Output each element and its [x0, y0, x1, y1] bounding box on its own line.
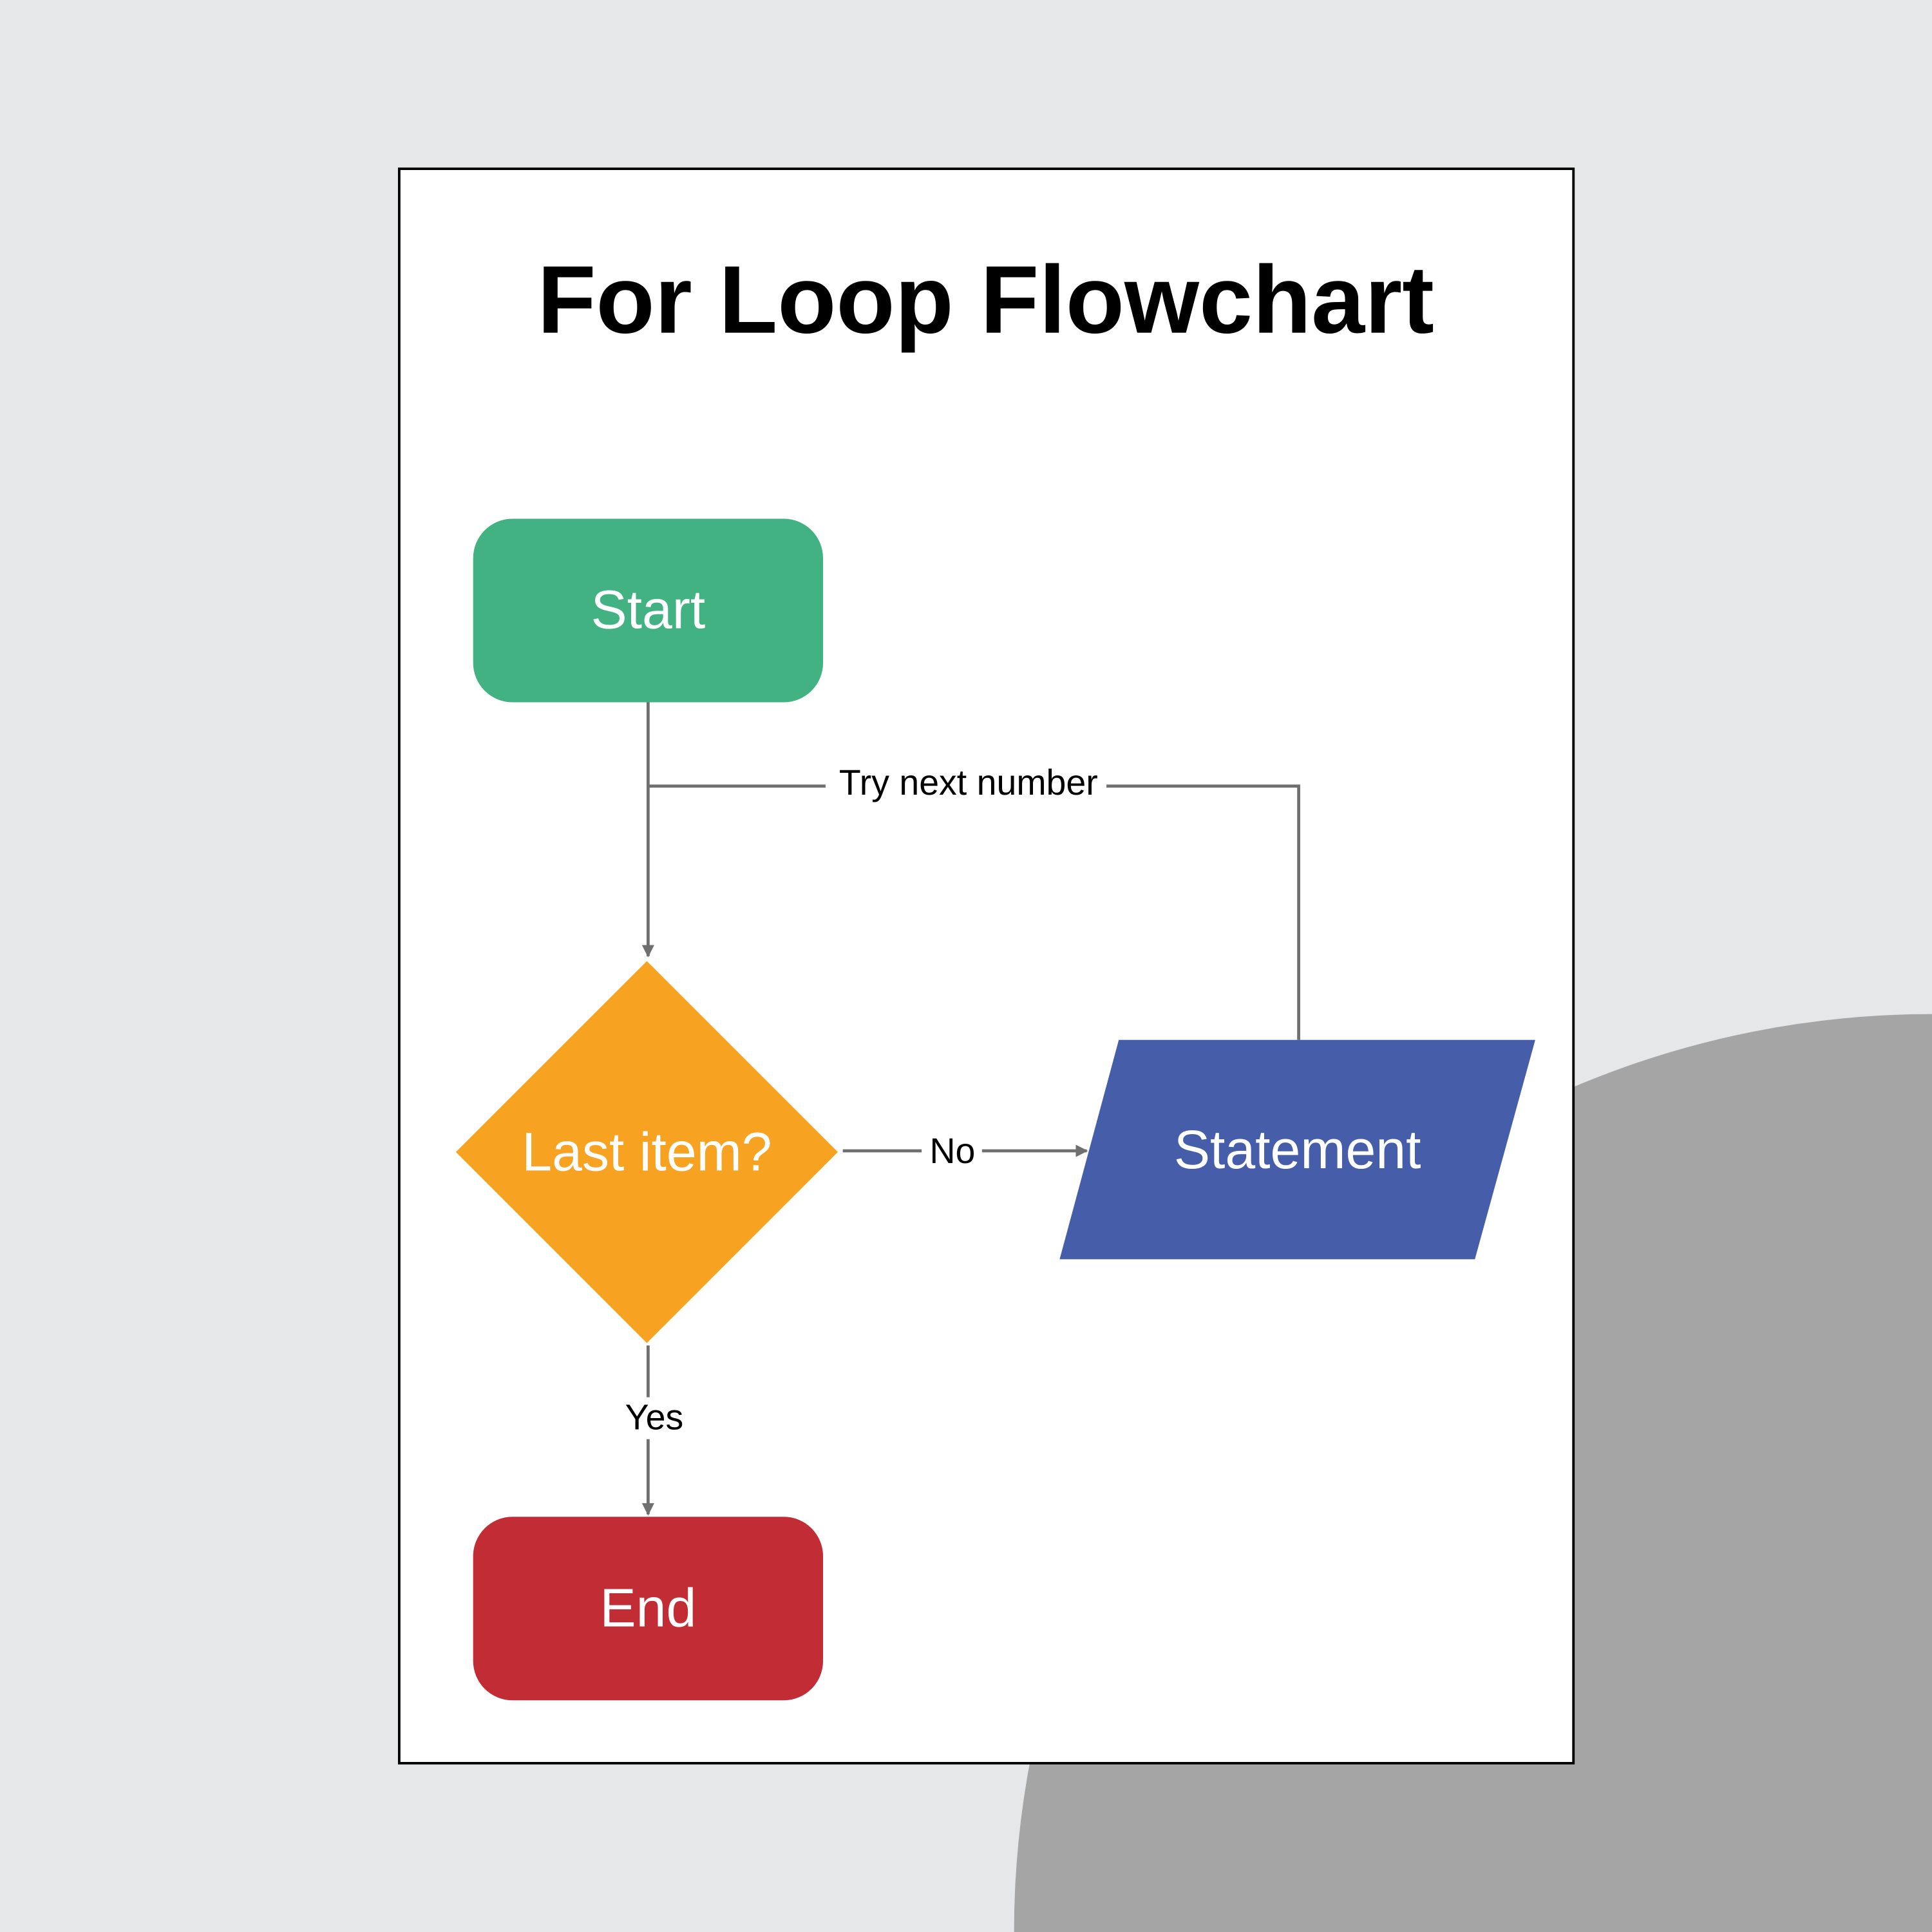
statement-node: Statement — [1059, 1039, 1535, 1260]
edge-label-no: No — [929, 1131, 975, 1171]
page — [397, 167, 1575, 1765]
edge-label-yes: Yes — [625, 1397, 683, 1437]
end-label: End — [600, 1578, 696, 1638]
statement-label: Statement — [1174, 1119, 1421, 1180]
edge-label-try-next-number: Try next number — [839, 762, 1098, 802]
connector-loop-right — [1106, 784, 1300, 1040]
page-title: For Loop Flowchart — [537, 246, 1434, 354]
end-node: End — [473, 1517, 824, 1701]
decision-node: Last item? — [455, 961, 838, 1343]
decision-label: Last item? — [522, 1122, 772, 1182]
start-label: Start — [591, 580, 705, 640]
start-node: Start — [473, 518, 824, 703]
